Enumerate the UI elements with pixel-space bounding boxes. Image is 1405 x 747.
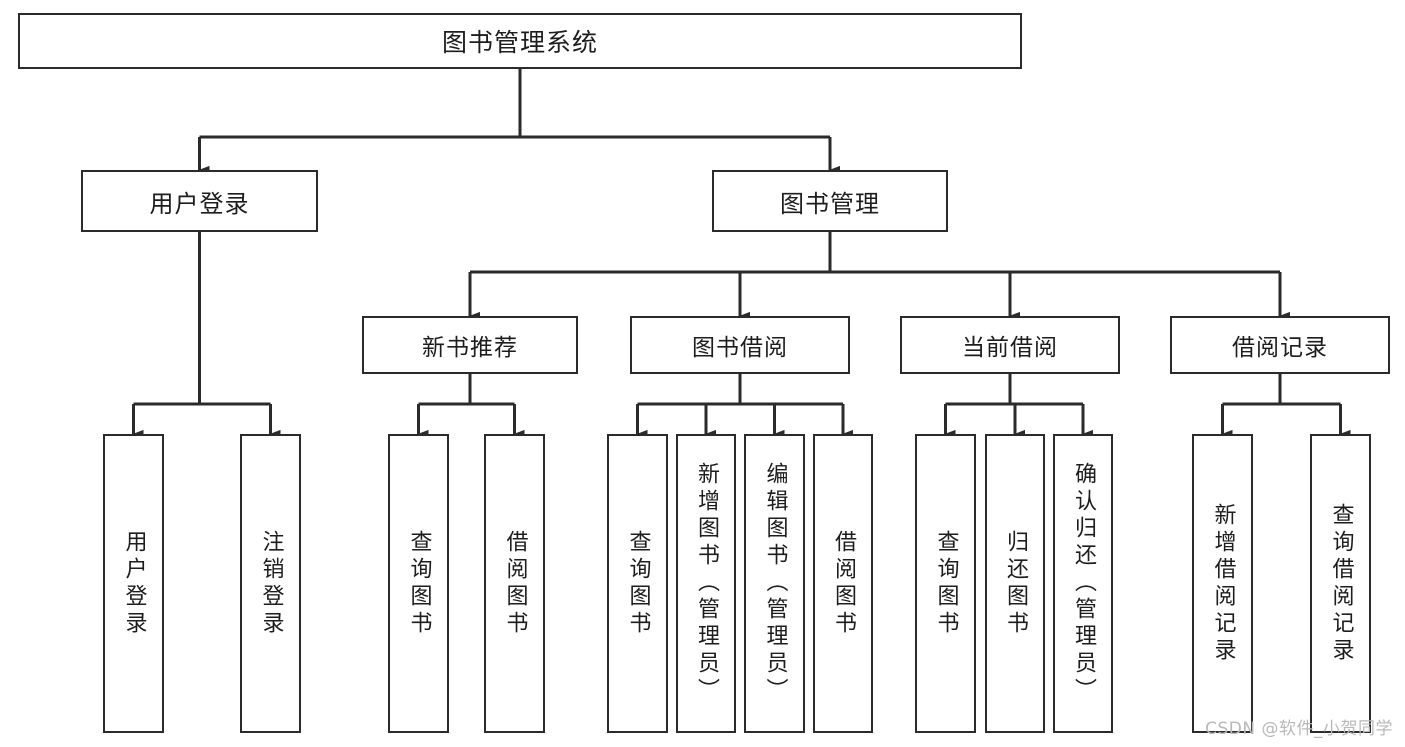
- leaf-label: 查询借阅记录: [1328, 502, 1354, 665]
- leaf-label: 借阅图书: [831, 529, 856, 638]
- leaf-node-edit-book-admin[interactable]: 编辑图书（管理员）: [744, 434, 805, 733]
- leaf-label: 查询图书: [406, 529, 432, 638]
- node-borrow-record-label: 借阅记录: [1232, 335, 1328, 361]
- leaf-label: 借阅图书: [502, 529, 528, 638]
- node-new-book-recommend-label: 新书推荐: [422, 335, 518, 361]
- node-new-book-recommend[interactable]: 新书推荐: [362, 316, 578, 374]
- node-current-borrow[interactable]: 当前借阅: [900, 316, 1120, 374]
- connector-edges: [132, 69, 1351, 439]
- node-user-login[interactable]: 用户登录: [81, 170, 318, 232]
- leaf-node-add-borrow-record[interactable]: 新增借阅记录: [1192, 434, 1253, 733]
- leaf-label: 编辑图书（管理员）: [762, 462, 788, 705]
- csdn-watermark: CSDN @软件_小贺同学: [1205, 719, 1393, 739]
- node-root[interactable]: 图书管理系统: [18, 13, 1022, 69]
- leaf-node-query-book-current[interactable]: 查询图书: [915, 434, 976, 733]
- leaf-node-borrow-book-recommend[interactable]: 借阅图书: [484, 434, 545, 733]
- leaf-label: 归还图书: [1003, 529, 1028, 638]
- leaf-label: 查询图书: [933, 529, 959, 638]
- node-book-borrow-label: 图书借阅: [692, 335, 788, 361]
- node-book-management-label: 图书管理: [780, 189, 880, 218]
- node-root-label: 图书管理系统: [441, 28, 598, 57]
- node-current-borrow-label: 当前借阅: [962, 335, 1058, 361]
- leaf-label: 新增借阅记录: [1210, 502, 1236, 665]
- leaf-label: 确认归还（管理员）: [1071, 462, 1096, 705]
- leaf-node-confirm-return-admin[interactable]: 确认归还（管理员）: [1053, 434, 1113, 733]
- leaf-node-return-book[interactable]: 归还图书: [985, 434, 1045, 733]
- leaf-label: 查询图书: [625, 529, 651, 638]
- leaf-node-query-borrow-record[interactable]: 查询借阅记录: [1310, 434, 1371, 733]
- leaf-node-query-book-borrow[interactable]: 查询图书: [607, 434, 668, 733]
- node-borrow-record[interactable]: 借阅记录: [1170, 316, 1390, 374]
- leaf-label: 新增图书（管理员）: [694, 462, 719, 705]
- leaf-label: 注销登录: [258, 529, 284, 638]
- node-book-management[interactable]: 图书管理: [712, 170, 948, 232]
- leaf-node-borrow-book[interactable]: 借阅图书: [813, 434, 873, 733]
- leaf-node-query-book-recommend[interactable]: 查询图书: [388, 434, 449, 733]
- node-user-login-label: 用户登录: [149, 189, 250, 218]
- leaf-node-add-book-admin[interactable]: 新增图书（管理员）: [676, 434, 736, 733]
- leaf-node-user-login[interactable]: 用户登录: [103, 434, 164, 733]
- leaf-label: 用户登录: [121, 529, 147, 638]
- node-book-borrow[interactable]: 图书借阅: [630, 316, 850, 374]
- leaf-node-logout[interactable]: 注销登录: [240, 434, 301, 733]
